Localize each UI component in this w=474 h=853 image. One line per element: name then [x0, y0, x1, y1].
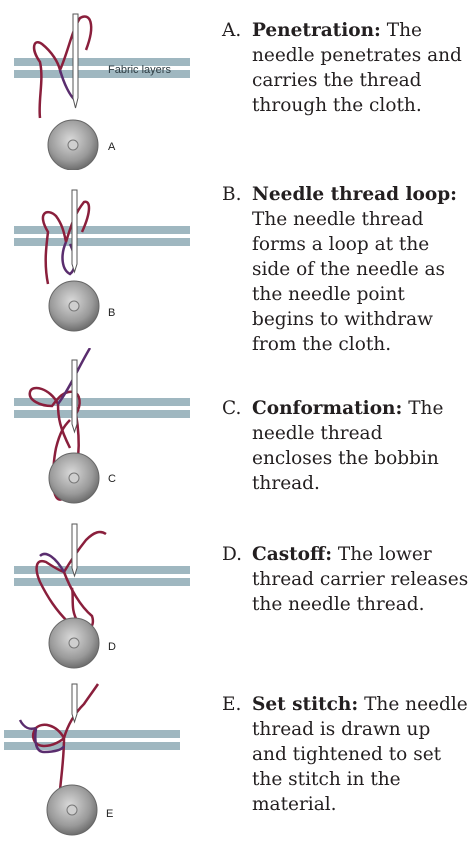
caption-line: thread. — [252, 473, 320, 494]
step-letter: B. — [222, 184, 242, 205]
step-a-figure: Fabric layers A — [0, 0, 215, 170]
fabric-layer-top — [4, 730, 180, 738]
step-a-diagram: Fabric layers A — [14, 13, 190, 170]
caption-line: begins to withdraw — [252, 309, 433, 330]
caption-line: The needle — [364, 694, 468, 715]
step-c-panel: C C. Conformation: The needle thread encl… — [0, 348, 474, 518]
bobbin-label: C — [108, 473, 116, 485]
step-e-figure: E — [0, 680, 215, 853]
step-a-panel: Fabric layers A A. Penetration: The needl… — [0, 0, 474, 170]
needle — [72, 13, 79, 109]
step-letter: A. — [222, 20, 242, 41]
step-term: Penetration: — [252, 20, 381, 41]
step-e-panel: E E. Set stitch: The needle thread is dra… — [0, 680, 474, 853]
caption-line: The lower — [337, 544, 432, 565]
fabric-layer-bottom — [14, 238, 190, 246]
caption-line: the stitch in the — [252, 769, 401, 790]
step-e-caption: E. Set stitch: The needle thread is drawn… — [222, 692, 472, 817]
step-term: Castoff: — [252, 544, 333, 565]
fabric-layer-top — [14, 566, 190, 574]
caption-line: the needle point — [252, 284, 405, 305]
caption-line: The — [386, 20, 422, 41]
step-c-figure: C — [0, 348, 215, 518]
caption-line: carries the thread — [252, 70, 422, 91]
needle — [71, 189, 78, 274]
caption-line: side of the needle as — [252, 259, 446, 280]
step-d-panel: D D. Castoff: The lower thread carrier re… — [0, 518, 474, 680]
caption-line: thread carrier releases — [252, 569, 469, 590]
step-c-caption: C. Conformation: The needle thread enclos… — [222, 396, 472, 496]
needle — [71, 359, 78, 434]
bobbin-label: E — [106, 808, 113, 820]
needle — [71, 523, 78, 578]
caption-line: through the cloth. — [252, 95, 422, 116]
step-c-diagram: C — [14, 348, 190, 504]
fabric-layer-top — [14, 226, 190, 234]
bobbin-label: B — [108, 307, 115, 319]
step-term: Set stitch: — [252, 694, 359, 715]
step-letter: C. — [222, 398, 242, 419]
bobbin-label: D — [108, 641, 116, 653]
step-b-panel: B B. Needle thread loop: The needle threa… — [0, 172, 474, 355]
step-a-caption: A. Penetration: The needle penetrates and… — [222, 18, 472, 118]
step-b-caption: B.Needle thread loop: The needle thread … — [222, 182, 472, 357]
caption-line: needle penetrates and — [252, 45, 462, 66]
needle-thread — [41, 200, 91, 285]
step-b-figure: B — [0, 172, 215, 348]
caption-line: and tightened to set — [252, 744, 442, 765]
needle — [71, 683, 78, 724]
needle-thread — [32, 15, 93, 119]
fabric-label: Fabric layers — [108, 64, 171, 76]
step-d-caption: D. Castoff: The lower thread carrier rele… — [222, 542, 472, 617]
fabric-layer-bottom — [14, 410, 190, 418]
step-d-figure: D — [0, 518, 215, 680]
caption-line: needle thread — [252, 423, 383, 444]
step-letter: D. — [222, 544, 243, 565]
caption-line: material. — [252, 794, 337, 815]
needle-thread — [32, 683, 100, 791]
step-e-diagram: E — [4, 683, 180, 836]
step-d-diagram: D — [14, 523, 190, 669]
caption-line: thread is drawn up — [252, 719, 431, 740]
caption-line: from the cloth. — [252, 334, 392, 355]
bobbin-label: A — [108, 141, 116, 153]
step-term: Needle thread loop: — [252, 184, 457, 205]
step-letter: E. — [222, 694, 242, 715]
caption-line: the needle thread. — [252, 594, 425, 615]
fabric-layer-top — [14, 398, 190, 406]
needle-thread — [35, 530, 107, 623]
fabric-layer-bottom — [4, 742, 180, 750]
caption-line: The — [408, 398, 444, 419]
fabric-layer-bottom — [14, 578, 190, 586]
fabric-layer-bottom — [14, 70, 190, 78]
caption-line: forms a loop at the — [252, 234, 430, 255]
fabric-layer-top — [14, 58, 190, 66]
step-b-diagram: B — [14, 189, 190, 332]
caption-line: encloses the bobbin — [252, 448, 439, 469]
step-term: Conformation: — [252, 398, 403, 419]
caption-line: The needle thread — [252, 209, 424, 230]
